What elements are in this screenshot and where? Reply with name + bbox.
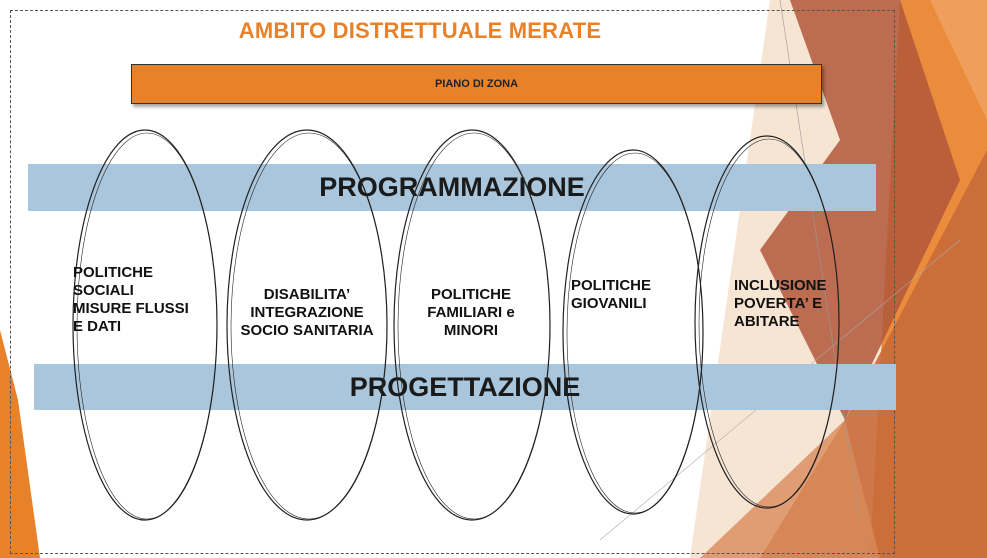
progettazione-label: PROGETTAZIONE xyxy=(349,371,581,402)
area-label-politiche-familiari: POLITICHE FAMILIARI e MINORI xyxy=(402,286,540,340)
area-4-line-1: POLITICHE xyxy=(571,277,652,294)
area-1-line-3: MISURE FLUSSI xyxy=(73,300,189,317)
area-3-line-3: MINORI xyxy=(443,322,499,339)
area-3-line-2: FAMILIARI e xyxy=(427,304,515,321)
area-2-line-3: SOCIO SANITARIA xyxy=(240,322,374,339)
progettazione-band: PROGETTAZIONE xyxy=(34,364,896,410)
area-1-line-2: SOCIALI xyxy=(73,282,134,299)
area-1-line-1: POLITICHE xyxy=(73,264,154,281)
area-label-disabilita: DISABILITA’ INTEGRAZIONE SOCIO SANITARIA xyxy=(229,286,385,340)
piano-di-zona-label: PIANO DI ZONA xyxy=(434,78,519,90)
area-5-line-1: INCLUSIONE xyxy=(734,277,827,294)
area-label-politiche-sociali: POLITICHE SOCIALI MISURE FLUSSI E DATI xyxy=(73,264,189,336)
area-2-line-2: INTEGRAZIONE xyxy=(250,304,364,321)
area-2-line-1: DISABILITA’ xyxy=(263,286,351,303)
area-1-line-4: E DATI xyxy=(73,318,122,335)
area-5-line-2: POVERTA’ E xyxy=(734,295,823,312)
area-label-politiche-giovanili: POLITICHE GIOVANILI xyxy=(571,277,651,313)
programmazione-band: PROGRAMMAZIONE xyxy=(28,164,876,211)
area-5-line-3: ABITARE xyxy=(734,313,800,330)
diagram-title: AMBITO DISTRETTUALE MERATE xyxy=(238,18,602,43)
area-4-line-2: GIOVANILI xyxy=(571,295,647,312)
area-label-inclusione: INCLUSIONE POVERTA’ E ABITARE xyxy=(734,277,827,331)
content-frame xyxy=(10,10,895,554)
piano-di-zona-box: PIANO DI ZONA xyxy=(131,64,822,104)
programmazione-label: PROGRAMMAZIONE xyxy=(319,172,585,202)
area-3-line-1: POLITICHE xyxy=(430,286,511,303)
